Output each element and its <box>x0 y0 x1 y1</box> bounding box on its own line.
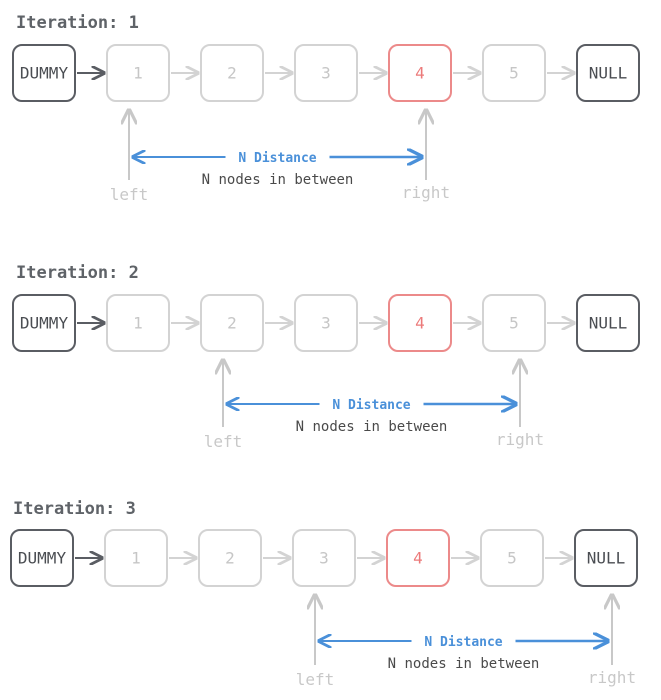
node-box <box>12 294 76 352</box>
node-label: 2 <box>227 314 237 333</box>
right-pointer-label: right <box>496 430 544 449</box>
list-node: 5 <box>482 294 546 352</box>
list-node: 2 <box>200 44 264 102</box>
list-node: NULL <box>576 294 640 352</box>
node-box <box>576 44 640 102</box>
right-pointer-label: right <box>402 183 450 202</box>
node-box <box>388 294 452 352</box>
right-pointer-label: right <box>588 668 636 687</box>
iteration-title: Iteration: 2 <box>16 263 139 283</box>
node-label: 1 <box>133 314 143 333</box>
node-box <box>482 44 546 102</box>
node-label: 2 <box>227 64 237 83</box>
node-label: NULL <box>589 314 628 333</box>
node-label: 3 <box>321 64 331 83</box>
list-node: DUMMY <box>12 294 76 352</box>
node-box <box>200 294 264 352</box>
node-box <box>388 44 452 102</box>
node-label: 5 <box>507 549 517 568</box>
list-node: 3 <box>292 529 356 587</box>
node-box <box>576 294 640 352</box>
list-node: DUMMY <box>12 44 76 102</box>
node-box <box>106 44 170 102</box>
node-box <box>480 529 544 587</box>
list-node: 3 <box>294 294 358 352</box>
list-node: DUMMY <box>10 529 74 587</box>
node-label: 4 <box>415 64 425 83</box>
node-label: 1 <box>131 549 141 568</box>
node-label: 5 <box>509 314 519 333</box>
iteration-2: Iteration: 2 DUMMY 1 2 3 4 5 NULL left right N Dis… <box>12 263 640 451</box>
node-box <box>198 529 262 587</box>
list-node: 4 <box>386 529 450 587</box>
list-node: 1 <box>106 44 170 102</box>
between-label: N nodes in between <box>202 172 354 188</box>
node-label: DUMMY <box>20 314 69 333</box>
list-node: 1 <box>106 294 170 352</box>
list-node: 2 <box>198 529 262 587</box>
node-label: 4 <box>413 549 423 568</box>
list-node: 2 <box>200 294 264 352</box>
list-node: NULL <box>576 44 640 102</box>
between-label: N nodes in between <box>296 419 448 435</box>
node-box <box>12 44 76 102</box>
left-pointer-label: left <box>110 185 149 204</box>
distance-label: N Distance <box>238 151 316 166</box>
between-label: N nodes in between <box>388 656 540 672</box>
node-label: DUMMY <box>18 549 67 568</box>
list-node: NULL <box>574 529 638 587</box>
list-node: 4 <box>388 44 452 102</box>
node-box <box>10 529 74 587</box>
node-box <box>106 294 170 352</box>
left-pointer-label: left <box>296 670 335 689</box>
list-node: 3 <box>294 44 358 102</box>
node-label: 1 <box>133 64 143 83</box>
node-label: 4 <box>415 314 425 333</box>
node-label: 5 <box>509 64 519 83</box>
distance-label: N Distance <box>332 398 410 413</box>
node-label: 3 <box>321 314 331 333</box>
node-box <box>482 294 546 352</box>
iteration-1: Iteration: 1 DUMMY 1 2 3 4 5 NULL left right N Dis… <box>12 13 640 204</box>
node-box <box>292 529 356 587</box>
list-node: 5 <box>480 529 544 587</box>
node-box <box>104 529 168 587</box>
node-box <box>294 294 358 352</box>
node-label: NULL <box>589 64 628 83</box>
node-label: 3 <box>319 549 329 568</box>
node-label: NULL <box>587 549 626 568</box>
iteration-3: Iteration: 3 DUMMY 1 2 3 4 5 NULL left right N Dis… <box>10 499 638 689</box>
node-label: 2 <box>225 549 235 568</box>
node-box <box>200 44 264 102</box>
iteration-title: Iteration: 1 <box>16 13 139 33</box>
node-box <box>294 44 358 102</box>
node-box <box>574 529 638 587</box>
list-node: 4 <box>388 294 452 352</box>
node-label: DUMMY <box>20 64 69 83</box>
iteration-title: Iteration: 3 <box>13 499 136 519</box>
left-pointer-label: left <box>204 432 243 451</box>
node-box <box>386 529 450 587</box>
list-node: 1 <box>104 529 168 587</box>
distance-label: N Distance <box>424 635 502 650</box>
list-node: 5 <box>482 44 546 102</box>
